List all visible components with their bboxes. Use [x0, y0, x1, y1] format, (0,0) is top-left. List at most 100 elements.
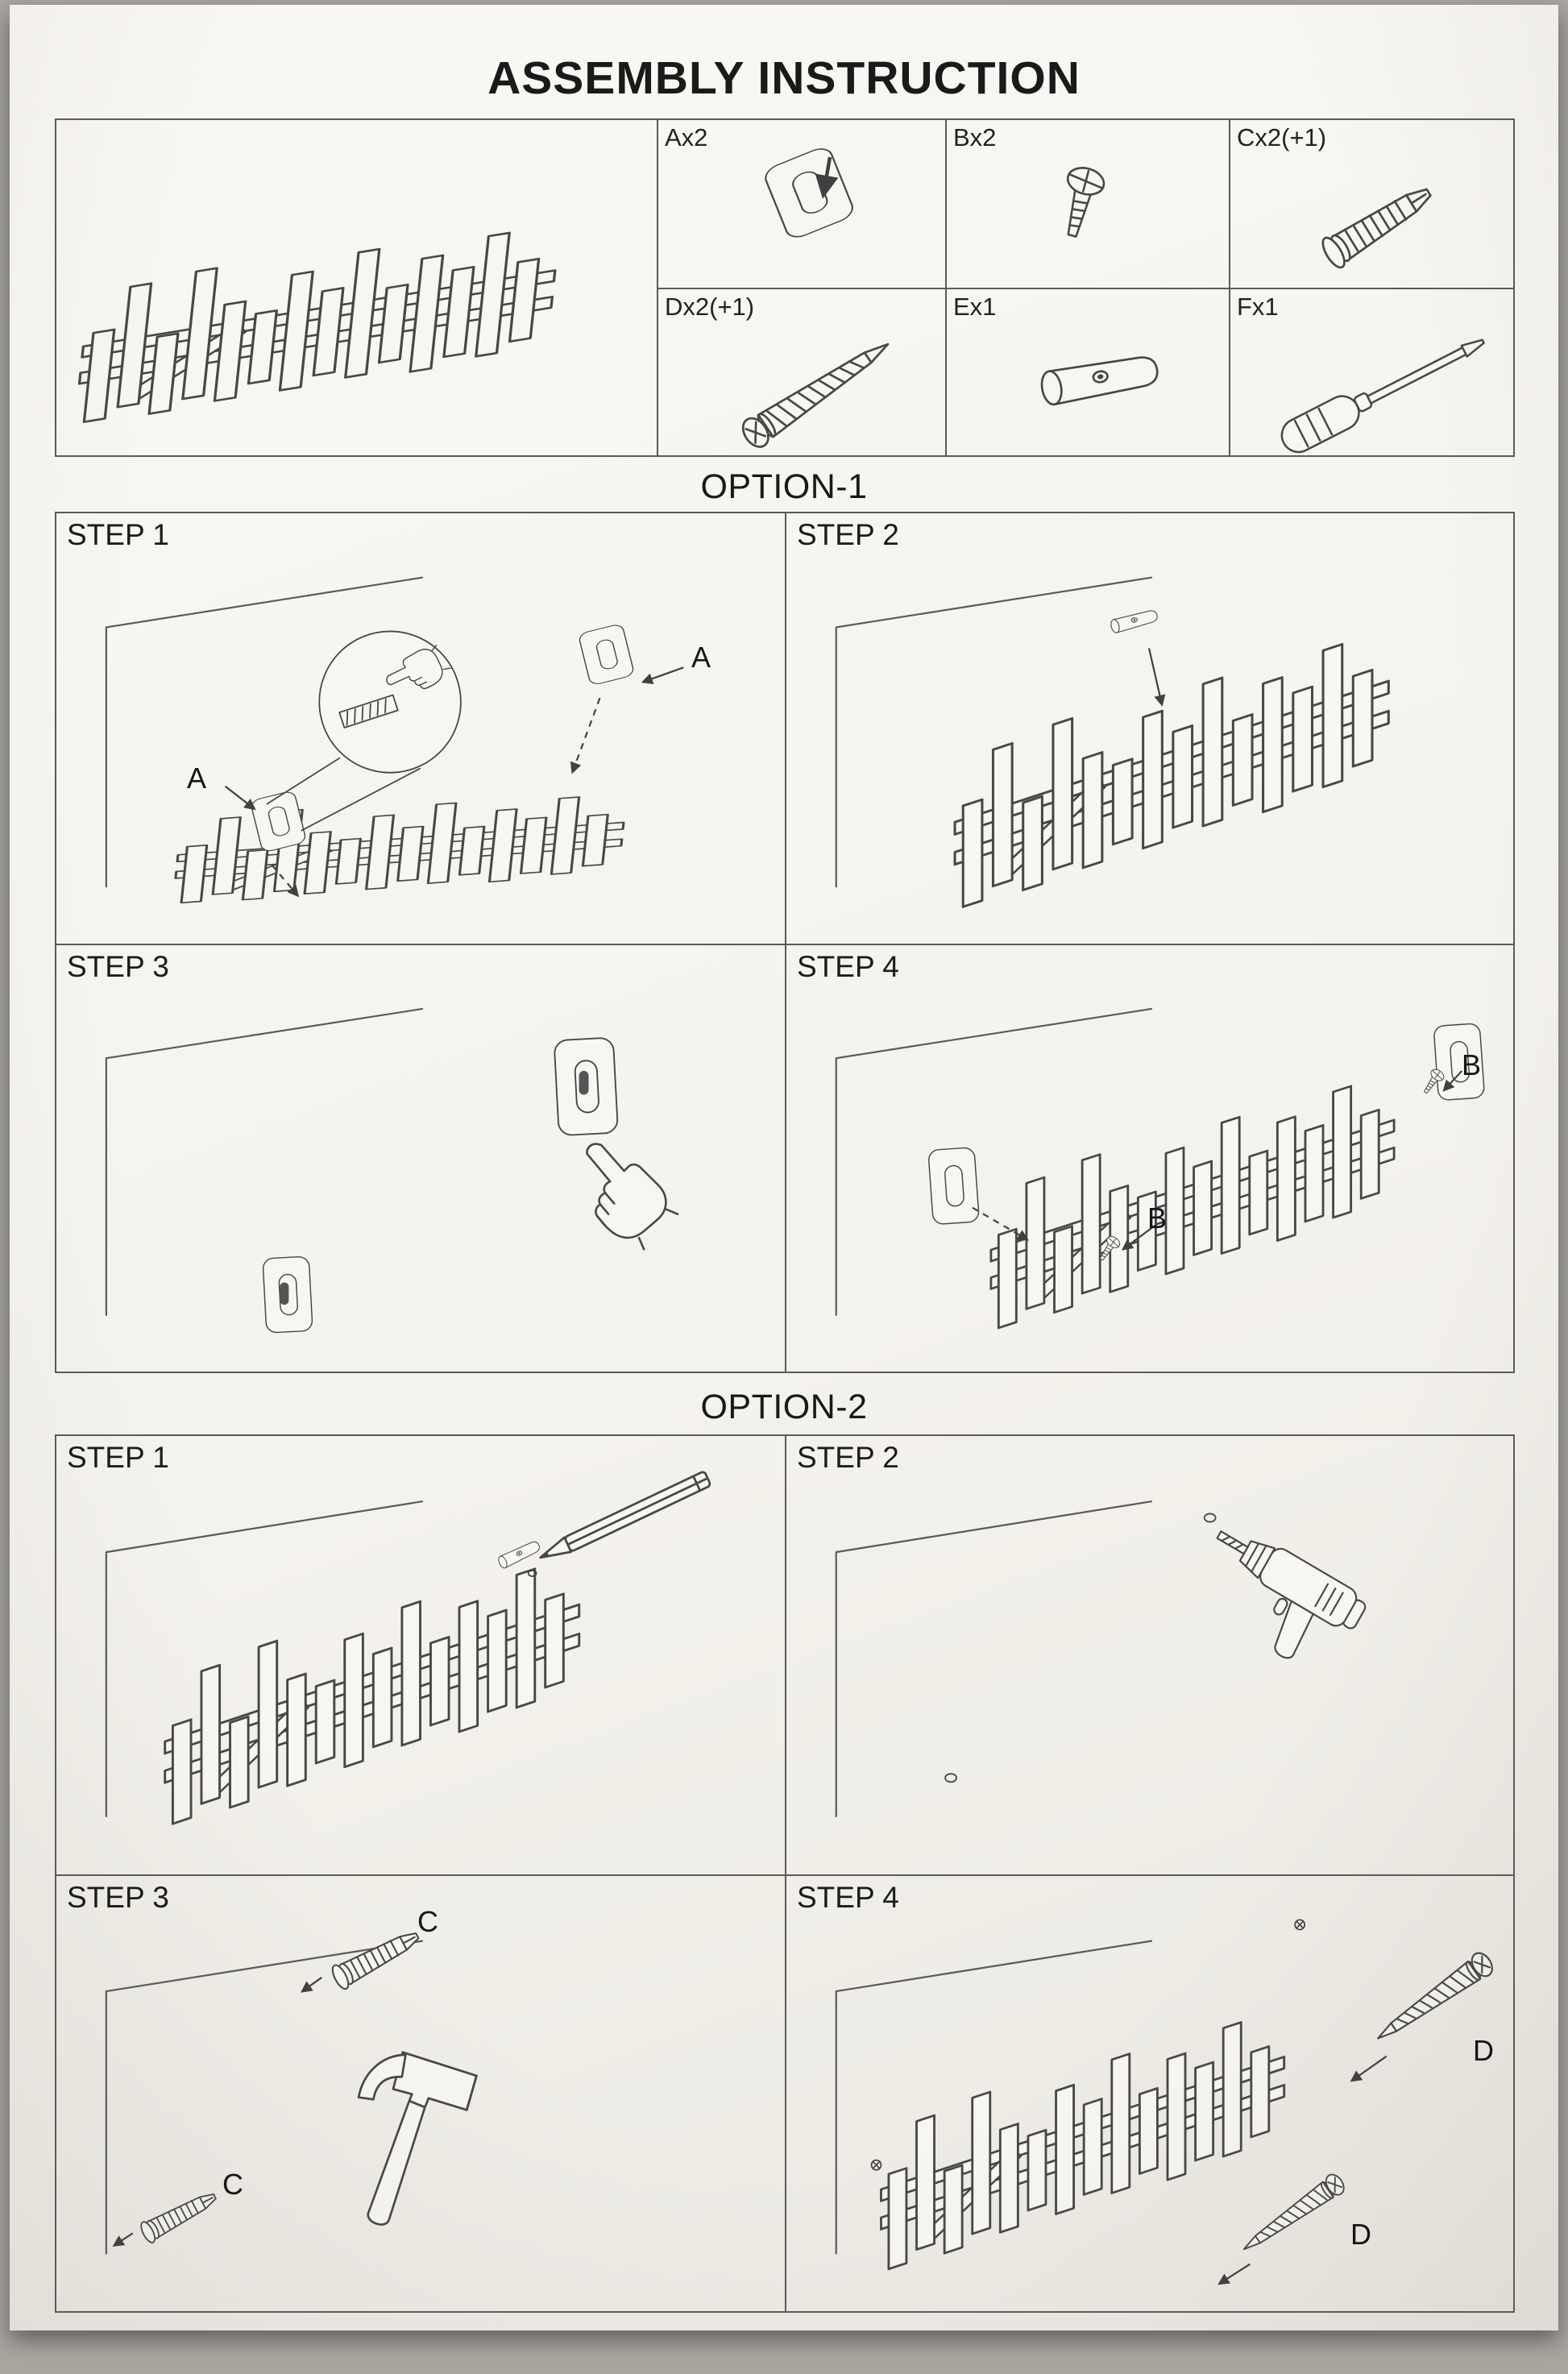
mounting-plate-icon [927, 1146, 981, 1226]
option1-steps: STEP 1 A [55, 512, 1515, 1373]
annotation-a: A [691, 641, 711, 674]
dowel-spacer-icon [1038, 351, 1161, 408]
leader-arrow [641, 666, 684, 685]
annotation-a: A [187, 762, 207, 795]
option2-step1: STEP 1 [56, 1436, 785, 1874]
leader-arrow [1147, 648, 1166, 707]
wall-corner-lines [105, 1007, 424, 1317]
option2-step2: STEP 2 [785, 1436, 1513, 1874]
step-label: STEP 2 [797, 1441, 899, 1474]
wall-corner-lines [835, 1940, 1153, 2255]
leader-arrow [570, 697, 601, 774]
wall-corner-lines [835, 1500, 1153, 1818]
step-label: STEP 3 [67, 950, 169, 983]
option2-step2-drawing [835, 1500, 1371, 1818]
option2-step4-drawing [835, 1919, 1498, 2285]
option2-title: OPTION-2 [700, 1388, 868, 1426]
wall-corner-lines [105, 1500, 424, 1818]
leader-arrow [1217, 2263, 1251, 2285]
option1-step2-drawing [835, 576, 1390, 914]
annotation-d: D [1473, 2034, 1494, 2067]
annotation-c: C [417, 1905, 438, 1938]
pencil-icon [536, 1470, 712, 1567]
option1-title: OPTION-1 [700, 467, 868, 506]
annotation-b: B [1462, 1048, 1482, 1081]
part-cell-a: Ax2 [657, 120, 945, 288]
leader-arrow [972, 1206, 1030, 1241]
wood-screw-icon [1236, 2170, 1349, 2260]
part-label-c: Cx2(+1) [1237, 123, 1327, 151]
wood-screw-icon [736, 330, 898, 453]
leader-arrow [224, 785, 256, 811]
option2-step1-drawing [105, 1470, 712, 1831]
step-label: STEP 4 [797, 1881, 899, 1914]
insert-arrow [815, 156, 839, 199]
drill-icon [1182, 1516, 1371, 1683]
product-drawing [73, 163, 562, 455]
adhesive-mark [280, 1282, 289, 1305]
mounting-plate-icon [249, 790, 308, 853]
slat-coat-rack-drawing [73, 163, 562, 455]
page-title: ASSEMBLY INSTRUCTION [487, 52, 1081, 104]
dowel-spacer-icon [1109, 608, 1159, 634]
leader-arrow [112, 2232, 134, 2247]
wall-anchor-icon [137, 2185, 221, 2246]
slat-coat-rack-drawing [164, 1539, 581, 1831]
option1-step1: STEP 1 A [56, 513, 785, 944]
part-cell-b: Bx2 [945, 120, 1229, 288]
parts-overview: Ax2 Bx2 Cx2(+1) Dx2(+1) Ex1 [55, 118, 1515, 457]
leader-arrow [300, 1977, 322, 1993]
part-label-f: Fx1 [1237, 293, 1279, 321]
option1-step1-drawing [105, 576, 684, 944]
pressing-hand-icon [556, 1131, 685, 1258]
option1-step4-drawing [835, 1007, 1486, 1334]
wall-corner-lines [835, 1007, 1153, 1317]
part-cell-d: Dx2(+1) [657, 288, 945, 455]
part-a-drawing [761, 143, 857, 243]
part-label-e: Ex1 [953, 293, 997, 321]
part-label-b: Bx2 [953, 123, 997, 151]
option2-step3-drawing [105, 1923, 481, 2255]
option1-step2: STEP 2 [785, 513, 1513, 944]
product-drawing-cell [56, 120, 657, 455]
step-label: STEP 1 [67, 1441, 169, 1474]
option2-step3: STEP 3 C C [56, 1874, 785, 2311]
slat-coat-rack-drawing [953, 614, 1390, 914]
hammer-icon [315, 2036, 481, 2241]
leader-arrow [1121, 1224, 1156, 1251]
countersunk-screw-icon [1052, 163, 1108, 242]
adhesive-mark [579, 1070, 589, 1095]
step-label: STEP 3 [67, 1881, 169, 1914]
leader-arrow [1442, 1070, 1463, 1092]
slat-coat-rack-drawing [880, 1994, 1286, 2276]
mounting-plate-icon [761, 143, 857, 243]
wall-anchor-icon [328, 1923, 425, 1992]
annotation-c: C [222, 2168, 243, 2201]
screw-head-mark [870, 2159, 882, 2171]
leader-arrow [1350, 2055, 1388, 2082]
slat-coat-rack-drawing [989, 1058, 1396, 1334]
screw-head-mark [1294, 1919, 1306, 1931]
option1-step4: STEP 4 B B [785, 944, 1513, 1372]
part-label-d: Dx2(+1) [665, 293, 755, 321]
option2-step4: STEP 4 D D [785, 1874, 1513, 2311]
drill-hole-mark [944, 1773, 957, 1783]
magnifier-inset [266, 630, 462, 832]
part-label-a: Ax2 [665, 123, 708, 151]
part-cell-f: Fx1 [1229, 288, 1513, 455]
annotation-d: D [1350, 2218, 1371, 2251]
step-label: STEP 2 [797, 518, 899, 551]
annotation-b: B [1147, 1202, 1168, 1235]
option1-step3-drawing [105, 1007, 685, 1334]
part-cell-c: Cx2(+1) [1229, 120, 1513, 288]
dowel-spacer-icon [496, 1538, 542, 1570]
option1-step3: STEP 3 [56, 944, 785, 1372]
mounting-plate-icon [577, 622, 636, 687]
drill-hole-mark [1203, 1513, 1217, 1523]
wall-corner-lines [105, 576, 424, 888]
option2-steps: STEP 1 STEP 2 STEP 3 [55, 1434, 1515, 2313]
wall-anchor-icon [1317, 176, 1439, 272]
instruction-sheet: ASSEMBLY INSTRUCTION Ax2 Bx2 Cx2(+1) [10, 5, 1558, 2330]
wall-corner-lines [105, 1940, 424, 2255]
